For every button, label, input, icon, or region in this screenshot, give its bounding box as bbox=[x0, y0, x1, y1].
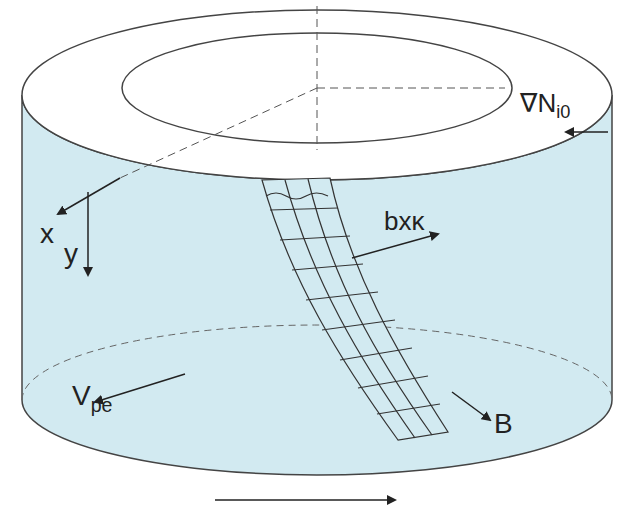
hidden-edge bbox=[22, 325, 612, 400]
flow-arrow bbox=[215, 499, 395, 501]
gradient-arrow bbox=[566, 131, 608, 133]
axis-label: x bbox=[40, 220, 54, 248]
curvature-label: bxκ bbox=[384, 208, 424, 234]
radius-line bbox=[120, 88, 317, 178]
drift-label: Vpe bbox=[72, 382, 112, 410]
radius-line bbox=[317, 88, 505, 89]
y-axis-arrow bbox=[87, 192, 89, 275]
subscript: i0 bbox=[556, 102, 570, 122]
field-label: B bbox=[494, 410, 513, 438]
flux-tube bbox=[262, 178, 448, 440]
x-axis-arrow bbox=[58, 178, 120, 214]
axis-label: y bbox=[64, 240, 78, 268]
gradient-label: ∇Ni0 bbox=[520, 90, 570, 116]
field-arrow bbox=[452, 392, 490, 420]
curvature-arrow bbox=[352, 234, 438, 258]
axis-line bbox=[317, 6, 318, 150]
subscript: pe bbox=[91, 394, 113, 416]
